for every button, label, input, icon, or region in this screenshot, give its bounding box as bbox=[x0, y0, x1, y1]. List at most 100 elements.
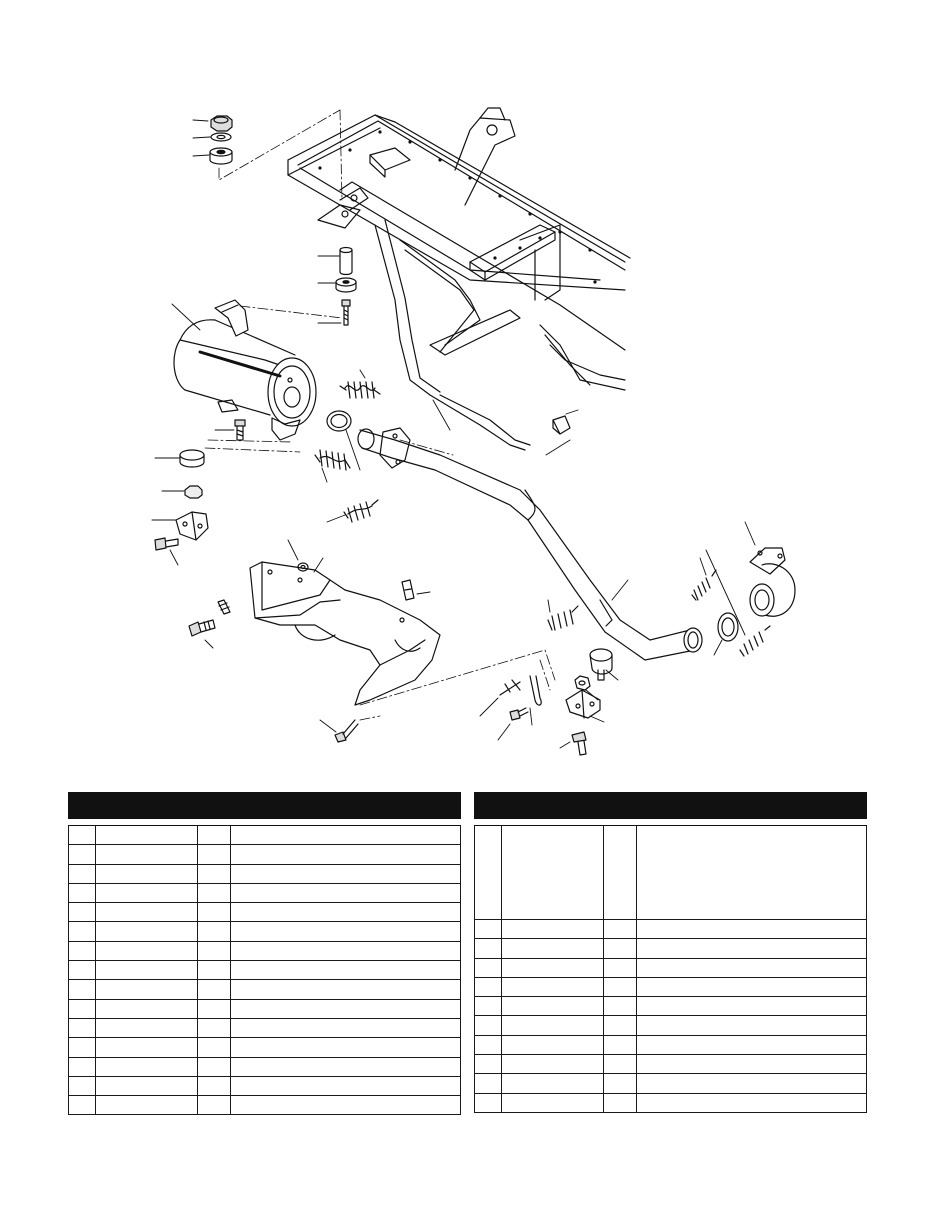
table-row bbox=[68, 844, 461, 865]
lower-bracket bbox=[565, 689, 601, 719]
exhaust-gasket bbox=[326, 410, 352, 432]
spring-1 bbox=[339, 381, 381, 399]
shield-washer bbox=[297, 562, 309, 572]
table-row bbox=[68, 1017, 461, 1039]
ref-cell bbox=[474, 1073, 502, 1094]
part-number-cell bbox=[95, 1056, 198, 1077]
description-cell bbox=[636, 976, 867, 998]
mount-bolt bbox=[341, 299, 351, 326]
exhaust-pipe bbox=[357, 427, 703, 661]
spark-arrestor-outlet bbox=[749, 547, 796, 617]
tailpipe-spring-2 bbox=[739, 625, 771, 657]
description-cell bbox=[230, 1017, 461, 1039]
table-row bbox=[474, 996, 867, 1017]
muffler-bolt bbox=[234, 419, 246, 441]
tailpipe-gasket bbox=[717, 612, 739, 642]
table-row bbox=[474, 938, 867, 959]
description-cell bbox=[230, 940, 461, 962]
ref-cell bbox=[474, 825, 502, 920]
part-number-cell bbox=[501, 1073, 604, 1094]
ref-cell bbox=[474, 996, 502, 1017]
part-number-cell bbox=[95, 1037, 198, 1058]
table-row bbox=[474, 976, 867, 998]
left-table-header bbox=[68, 792, 461, 819]
spacer-tube bbox=[339, 246, 353, 276]
ref-cell bbox=[474, 1034, 502, 1056]
description-cell bbox=[636, 938, 867, 959]
description-cell bbox=[230, 882, 461, 904]
qty-cell bbox=[603, 918, 637, 940]
table-row bbox=[68, 998, 461, 1019]
ref-cell bbox=[68, 921, 96, 942]
description-cell bbox=[230, 824, 461, 846]
table-row bbox=[474, 1092, 867, 1113]
ref-cell bbox=[474, 976, 502, 998]
qty-cell bbox=[603, 1073, 637, 1094]
table-row bbox=[68, 940, 461, 962]
qty-cell bbox=[197, 824, 231, 846]
ref-cell bbox=[68, 902, 96, 923]
qty-cell bbox=[603, 1054, 637, 1075]
table-row bbox=[474, 957, 867, 978]
exploded-parts-diagram bbox=[151, 107, 796, 756]
table-row bbox=[474, 825, 867, 920]
vehicle-frame bbox=[287, 107, 631, 451]
part-number-cell bbox=[501, 996, 604, 1017]
part-number-cell bbox=[501, 957, 604, 978]
description-cell bbox=[230, 979, 461, 1000]
right-table-header bbox=[474, 792, 867, 819]
part-number-cell bbox=[95, 824, 198, 846]
part-number-cell bbox=[95, 979, 198, 1000]
upper-isolator bbox=[209, 147, 233, 165]
ref-cell bbox=[474, 957, 502, 978]
part-number-cell bbox=[501, 976, 604, 998]
table-row bbox=[68, 1056, 461, 1077]
table-row bbox=[474, 1054, 867, 1075]
description-cell bbox=[230, 863, 461, 884]
qty-cell bbox=[197, 1056, 231, 1077]
qty-cell bbox=[197, 902, 231, 923]
mount-nut bbox=[574, 675, 591, 691]
part-number-cell bbox=[95, 1075, 198, 1097]
spring-2 bbox=[314, 449, 351, 471]
center-lines bbox=[204, 109, 556, 721]
shield-spring bbox=[217, 599, 231, 615]
frame-clip bbox=[552, 415, 571, 435]
qty-cell bbox=[603, 938, 637, 959]
part-number-cell bbox=[95, 998, 198, 1019]
lower-bolt bbox=[571, 731, 587, 756]
qty-cell bbox=[197, 863, 231, 884]
qty-cell bbox=[197, 1075, 231, 1097]
qty-cell bbox=[197, 921, 231, 942]
shield-screw bbox=[334, 719, 359, 743]
ref-cell bbox=[68, 979, 96, 1000]
part-number-cell bbox=[95, 1017, 198, 1039]
table-row bbox=[68, 1037, 461, 1058]
qty-cell bbox=[603, 1015, 637, 1036]
ref-cell bbox=[68, 998, 96, 1019]
ref-cell bbox=[68, 940, 96, 962]
part-number-cell bbox=[95, 921, 198, 942]
ref-cell bbox=[68, 1017, 96, 1039]
lower-isolator bbox=[335, 277, 357, 293]
description-cell bbox=[230, 844, 461, 865]
description-cell bbox=[636, 1092, 867, 1113]
qty-cell bbox=[197, 979, 231, 1000]
qty-cell bbox=[603, 976, 637, 998]
table-row bbox=[474, 1015, 867, 1036]
table-row bbox=[68, 960, 461, 981]
ref-cell bbox=[474, 918, 502, 940]
ref-cell bbox=[68, 960, 96, 981]
description-cell bbox=[636, 957, 867, 978]
ref-cell bbox=[474, 1054, 502, 1075]
ref-cell bbox=[68, 1056, 96, 1077]
description-cell bbox=[230, 1075, 461, 1097]
qty-cell bbox=[197, 998, 231, 1019]
qty-cell bbox=[197, 1017, 231, 1039]
description-cell bbox=[230, 998, 461, 1019]
qty-cell bbox=[197, 882, 231, 904]
mount-bracket bbox=[175, 511, 209, 541]
left-parts-table bbox=[68, 792, 461, 1116]
bracket-bolt bbox=[154, 537, 179, 551]
part-number-cell bbox=[501, 938, 604, 959]
